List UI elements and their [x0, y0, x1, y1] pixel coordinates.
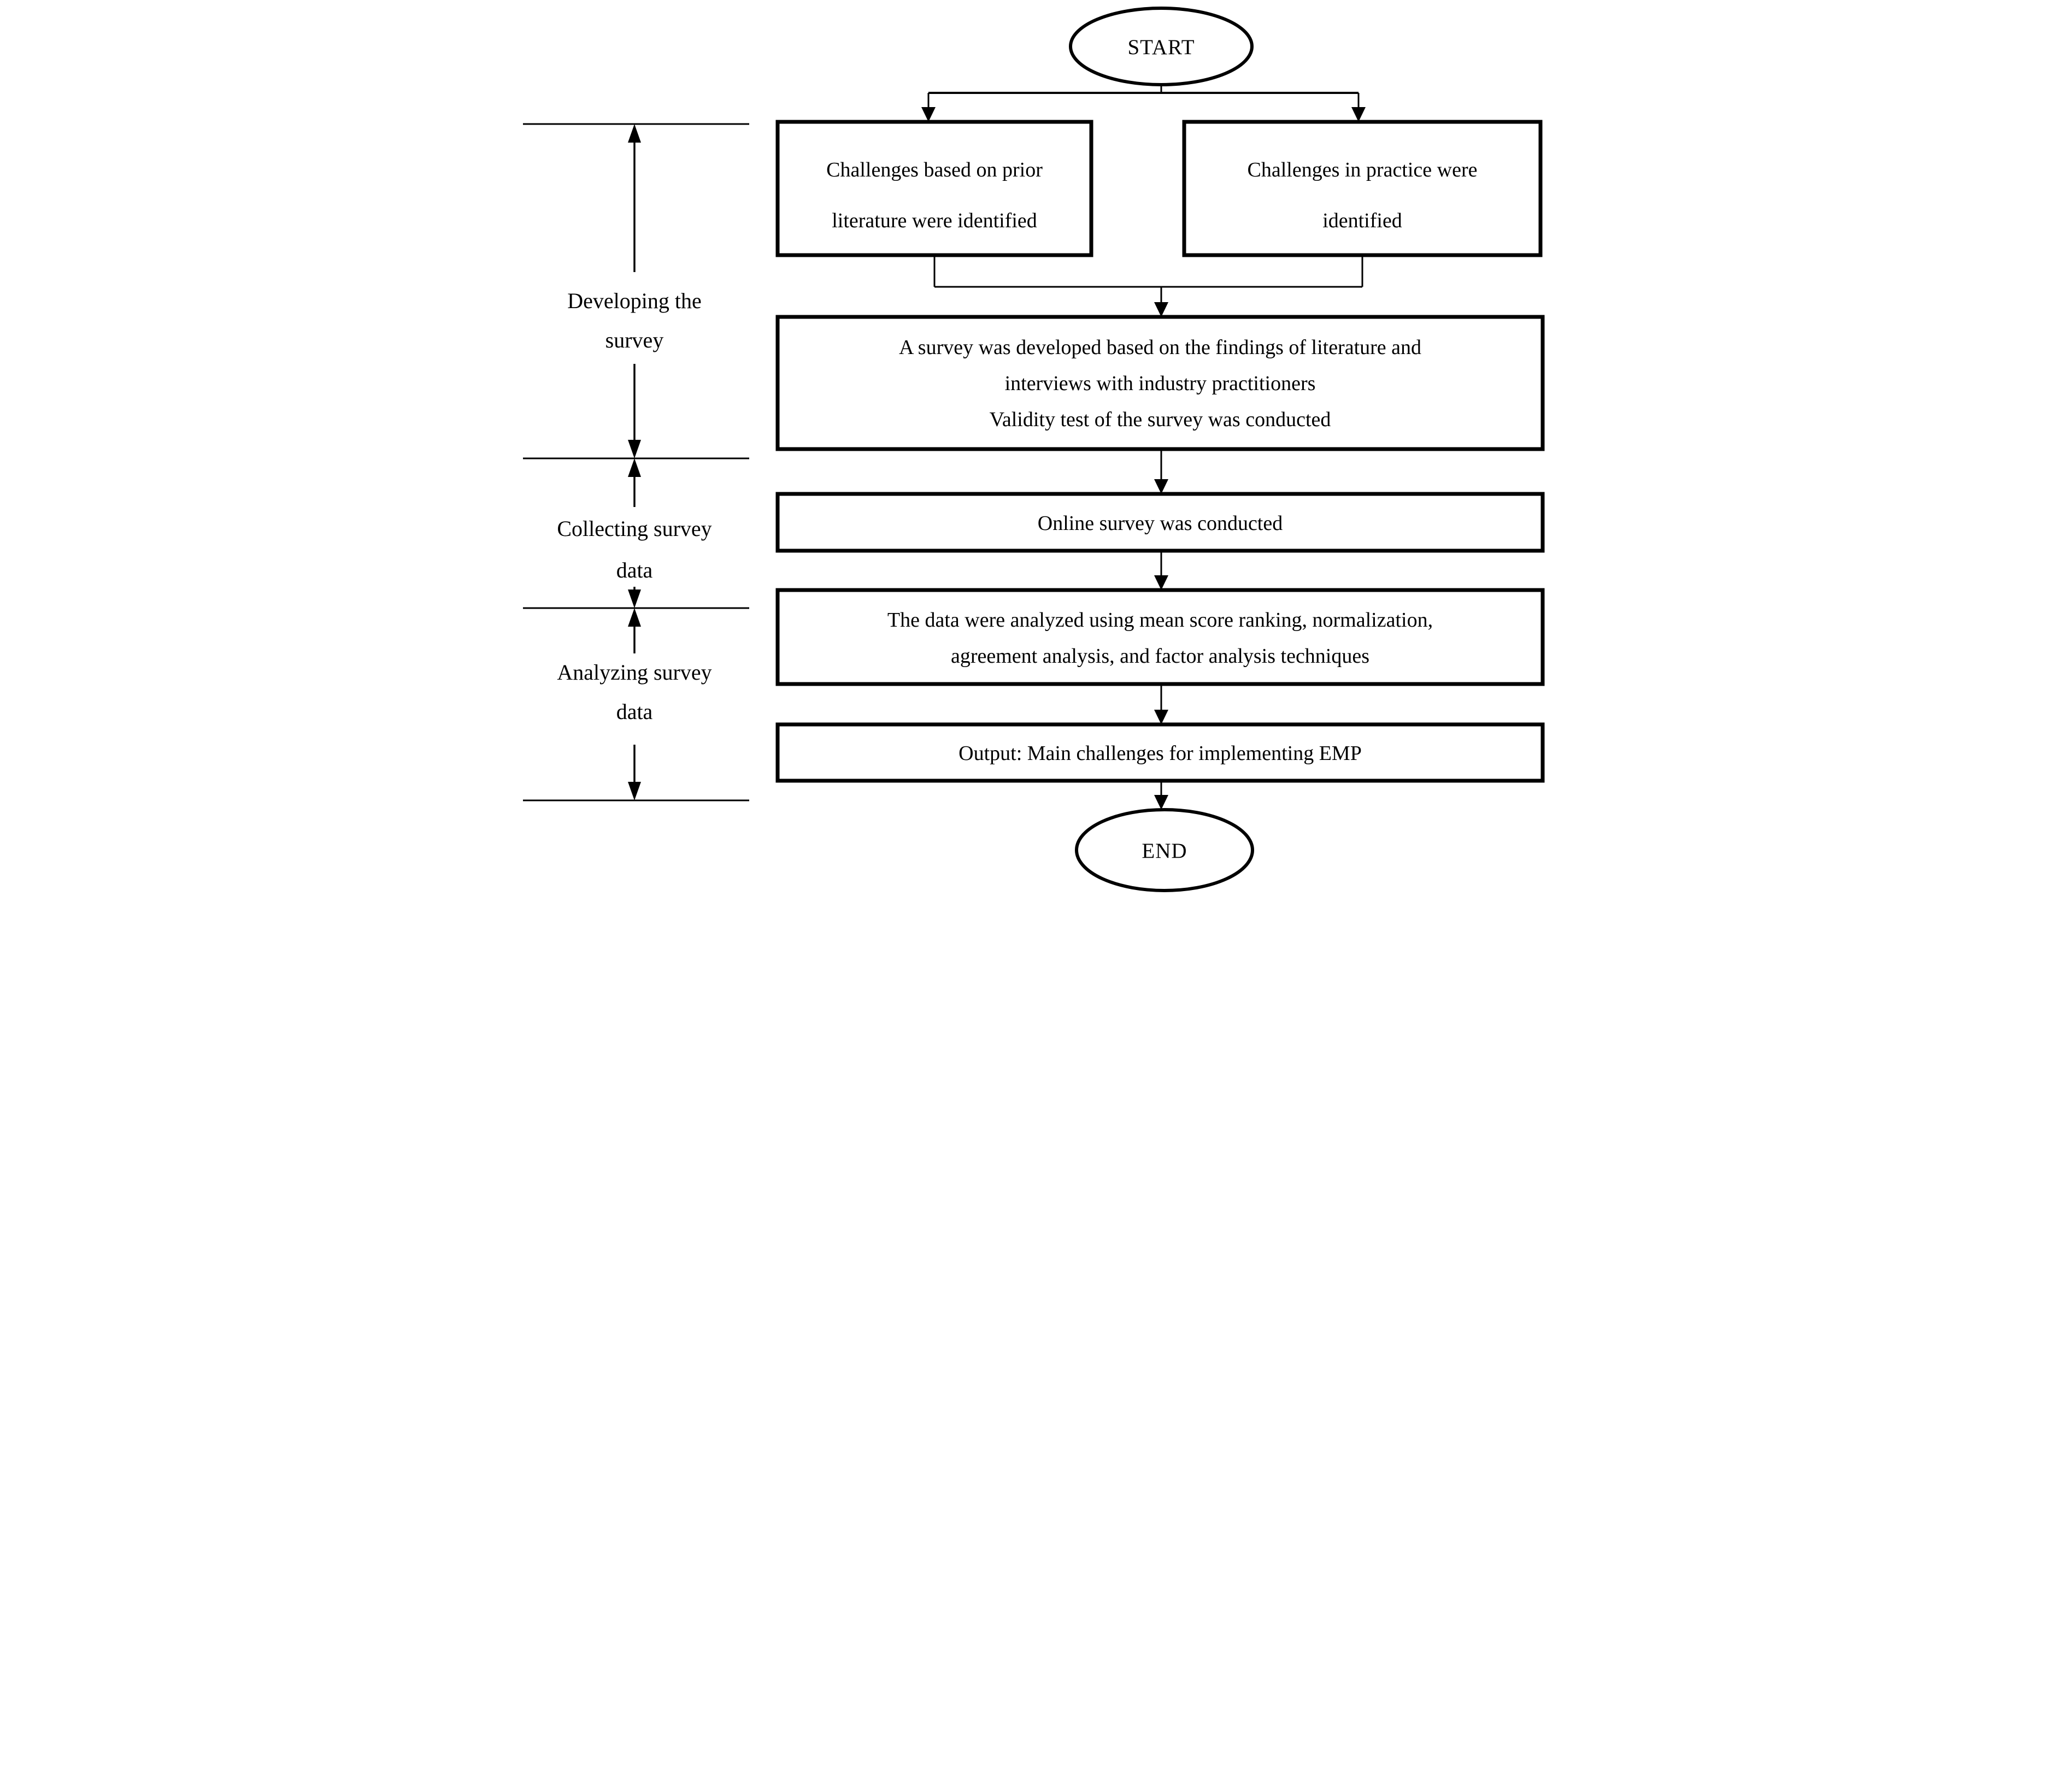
arrowhead-to-survey-box [1154, 302, 1168, 317]
online-box-rect [775, 492, 1545, 553]
start-node: START [1069, 7, 1254, 86]
box-online-survey: Online survey was conducted [775, 492, 1545, 553]
phase1-label-line2: survey [605, 328, 664, 352]
phase2-down-arrowhead [628, 590, 641, 608]
phase1-up-arrowhead [628, 124, 641, 143]
literature-box-line2: literature were identified [832, 209, 1037, 232]
output-box-line1: Output: Main challenges for implementing… [958, 742, 1362, 765]
phase-collecting-data: Collecting survey data [557, 458, 712, 608]
arrowhead-to-literature-box [921, 107, 936, 122]
arrow-survey-to-online [1154, 449, 1168, 494]
phase-analyzing-data: Analyzing survey data [557, 608, 712, 800]
arrowhead-to-online-box [1154, 479, 1168, 494]
phase2-up-arrowhead [628, 458, 641, 477]
arrow-start-branch [921, 85, 1366, 122]
phase-developing-survey: Developing the survey [567, 124, 702, 458]
arrow-output-to-end [1154, 781, 1168, 810]
phase2-label-line1: Collecting survey [557, 516, 711, 541]
phase1-down-arrowhead [628, 440, 641, 458]
survey-box-line3: Validity test of the survey was conducte… [990, 408, 1331, 431]
phase1-label-line1: Developing the [567, 288, 702, 313]
phase3-down-arrowhead [628, 782, 641, 800]
start-label: START [1127, 36, 1195, 59]
output-box-rect [775, 722, 1545, 783]
arrow-merge-to-survey [933, 255, 1363, 317]
box-output: Output: Main challenges for implementing… [775, 722, 1545, 783]
box-data-analysis: The data were analyzed using mean score … [775, 588, 1545, 686]
box-literature-challenges: Challenges based on prior literature wer… [775, 120, 1093, 257]
box-practice-challenges: Challenges in practice were identified [1182, 120, 1543, 257]
analysis-box-line2: agreement analysis, and factor analysis … [951, 645, 1369, 668]
research-methodology-flowchart: START Challenges based on prior literatu… [523, 7, 1545, 892]
literature-box-line1: Challenges based on prior [826, 158, 1043, 181]
practice-box-line2: identified [1322, 209, 1402, 232]
literature-box-rect [775, 120, 1093, 257]
flowchart-figure: START Challenges based on prior literatu… [518, 0, 1552, 896]
survey-box-rect [775, 315, 1545, 451]
end-ellipse [1075, 808, 1254, 892]
phase3-label-line2: data [616, 699, 653, 724]
end-node: END [1075, 808, 1254, 892]
arrowhead-to-analysis-box [1154, 575, 1168, 590]
online-box-line1: Online survey was conducted [1038, 512, 1283, 535]
phase-dividers [523, 123, 749, 801]
analysis-box-rect [775, 588, 1545, 686]
arrowhead-to-practice-box [1351, 107, 1366, 122]
phase3-label-line1: Analyzing survey [557, 660, 711, 685]
box-survey-development: A survey was developed based on the find… [775, 315, 1545, 451]
survey-box-line2: interviews with industry practitioners [1005, 372, 1316, 395]
end-label: END [1142, 839, 1187, 863]
phase2-label-line2: data [616, 558, 653, 582]
arrowhead-to-end-node [1154, 795, 1168, 810]
phase3-up-arrowhead [628, 608, 641, 627]
analysis-box-line1: The data were analyzed using mean score … [887, 609, 1433, 632]
survey-box-line1: A survey was developed based on the find… [899, 336, 1421, 359]
practice-box-rect [1182, 120, 1543, 257]
arrow-online-to-analysis [1154, 551, 1168, 590]
arrowhead-to-output-box [1154, 710, 1168, 724]
practice-box-line1: Challenges in practice were [1248, 158, 1478, 181]
arrow-analysis-to-output [1154, 684, 1168, 724]
